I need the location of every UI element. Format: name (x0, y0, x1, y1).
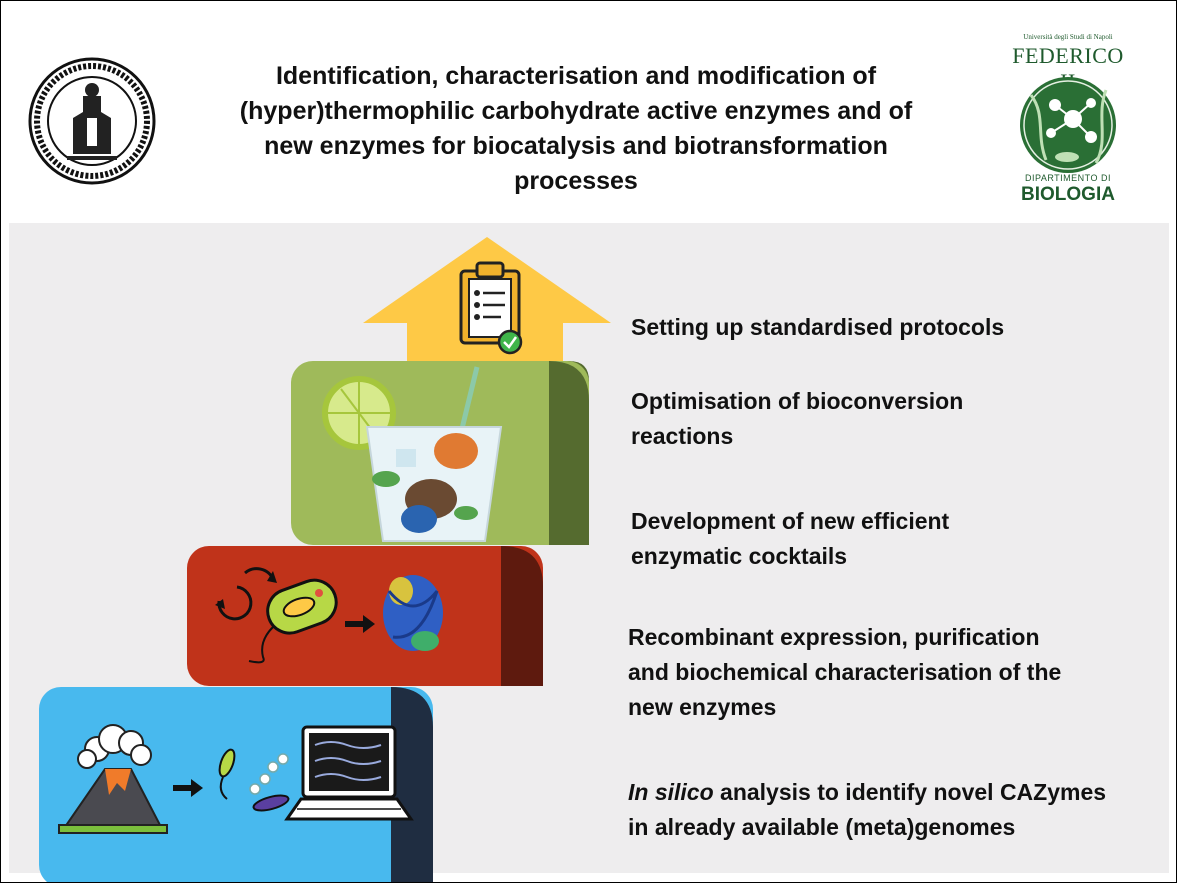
logo-university-text: Università degli Studi di Napoli (1023, 33, 1113, 41)
page-title: Identification, characterisation and mod… (181, 59, 971, 199)
volcano-icon (58, 724, 168, 834)
arrow-right-icon (173, 779, 203, 797)
step-label-protocols: Setting up standardised protocols (631, 310, 1004, 345)
logo-department-text: DIPARTIMENTO DI (1024, 173, 1111, 183)
step-label-line: Optimisation of bioconversion (631, 388, 964, 414)
step-label-optimisation: Optimisation of bioconversion reactions (631, 384, 963, 454)
title-line: new enzymes for biocatalysis and biotran… (264, 132, 888, 160)
microbes-icon (218, 748, 290, 812)
italic-prefix: In silico (628, 779, 714, 805)
title-line: processes (514, 167, 638, 195)
step-label-line: in already available (meta)genomes (628, 814, 1016, 840)
step-label-cocktails: Development of new efficient enzymatic c… (631, 504, 949, 574)
step-label-line: Recombinant expression, purification (628, 624, 1040, 650)
step-label-line: reactions (631, 423, 734, 449)
step-label-text: analysis to identify novel CAZymes (713, 779, 1107, 805)
clipboard-checklist-icon (459, 261, 523, 355)
recombinant-expression-icon (215, 567, 443, 664)
title-line: (hyper)thermophilic carbohydrate active … (239, 97, 913, 125)
staircase-graphic (39, 237, 611, 882)
department-logo: Università degli Studi di Napoli FEDERIC… (1003, 33, 1133, 211)
laptop-genome-icon (284, 725, 414, 821)
step-label-line: In silico analysis to identify novel CAZ… (628, 775, 1106, 810)
title-line: Identification, characterisation and mod… (275, 62, 877, 90)
logo-discipline-text: BIOLOGIA (1021, 184, 1115, 205)
step-label-line: and biochemical characterisation of the (628, 659, 1062, 685)
step-label-line: enzymatic cocktails (631, 543, 848, 569)
step-label-line: Setting up standardised protocols (631, 314, 1005, 340)
university-seal-icon (28, 57, 156, 185)
step-label-insilico: In silico analysis to identify novel CAZ… (628, 775, 1106, 845)
biology-emblem-icon (1020, 77, 1116, 173)
step-label-line: new enzymes (628, 694, 777, 720)
step-red (187, 546, 543, 686)
cocktail-glass-icon (322, 366, 503, 542)
step-label-line: Development of new efficient (631, 508, 950, 534)
step-label-expression: Recombinant expression, purification and… (628, 620, 1061, 725)
